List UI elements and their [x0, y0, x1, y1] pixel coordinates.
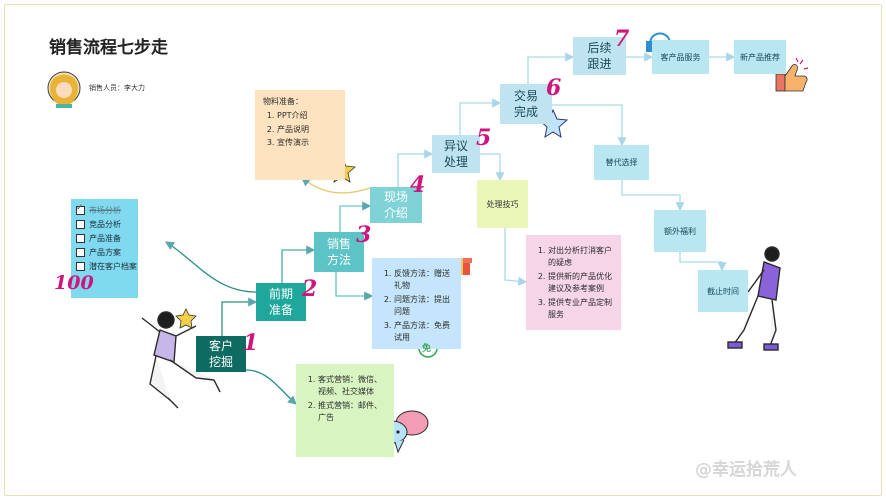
checklist-item: 产品准备	[76, 233, 133, 244]
step-number-1: 1	[243, 330, 259, 356]
step-3-sales-method: 销售 方法	[314, 232, 364, 272]
step-2-preparation: 前期 准备	[256, 283, 306, 321]
flow-tech-obj	[504, 228, 528, 286]
flow-3-4	[339, 201, 372, 232]
note-method-item: 问题方法：提出问题	[394, 294, 455, 319]
step-number-4: 4	[410, 172, 426, 198]
node-customer-service: 客产品服务	[652, 40, 709, 74]
avatar-icon	[47, 71, 81, 108]
flow-3-method	[335, 272, 374, 301]
star-icon	[175, 308, 197, 329]
note-mining-item: 客式营销：微信、视频、社交媒体	[318, 374, 388, 399]
flow-1-2	[221, 297, 258, 336]
note-objection-item: 对出分析打消客户的疑虑	[548, 245, 615, 270]
step-number-2: 2	[302, 276, 318, 302]
note-objection-item: 提供专业产品定制服务	[548, 297, 615, 322]
flow-2-check	[164, 241, 257, 293]
checkbox-icon	[76, 234, 85, 243]
step-number-6: 6	[546, 75, 562, 101]
flow-1-mining	[245, 369, 297, 405]
checkbox-checked-icon	[76, 203, 85, 215]
step-number-7: 7	[614, 26, 630, 52]
note-method-item: 反馈方法：赠送礼物	[394, 268, 455, 293]
thumbs-up-icon	[775, 57, 809, 92]
checklist-item: 市场分析	[76, 203, 133, 216]
note-materials-title: 物料准备：	[263, 97, 303, 106]
note-method-item: 产品方法：免费试用	[394, 320, 455, 345]
step-4-onsite-intro: 现场 介绍	[370, 187, 422, 223]
free-badge-label: 免	[422, 344, 432, 354]
step-7-follow-up: 后续 跟进	[573, 37, 626, 75]
node-alternative: 替代选择	[594, 145, 649, 180]
step-number-3: 3	[356, 222, 372, 248]
note-customer-mining: 客式营销：微信、视频、社交媒体 推式营销：邮件、广告	[296, 364, 394, 457]
step-5-objection: 异议 处理	[432, 135, 480, 173]
checklist-item: 潜在客户档案	[76, 261, 137, 272]
flow-alt-bonus	[621, 180, 685, 212]
checkbox-icon	[76, 262, 85, 271]
step-6-deal-done: 交易 完成	[500, 84, 552, 124]
node-new-product: 新产品推荐	[734, 40, 786, 74]
note-materials-item: PPT介绍	[277, 110, 339, 122]
note-materials-item: 宣传演示	[277, 137, 339, 149]
flow-5-6	[459, 98, 502, 135]
note-mining-item: 推式营销：邮件、广告	[318, 400, 388, 425]
flow-6-alt	[540, 104, 627, 147]
note-materials: 物料准备： PPT介绍 产品说明 宣传演示	[255, 90, 345, 180]
node-handling-tips: 处理技巧	[477, 180, 528, 228]
flow-5-tech	[480, 153, 505, 182]
step-1-customer-mining: 客户 挖掘	[196, 336, 246, 372]
page-title: 销售流程七步走	[49, 38, 168, 58]
flow-4-prep	[300, 177, 371, 194]
note-objection: 对出分析打消客户的疑虑 提供新的产品优化建议及参考案例 提供专业产品定制服务	[526, 235, 621, 330]
flow-bonus-deadline	[679, 252, 727, 272]
person-sitting-illustration	[141, 311, 221, 409]
flow-2-3	[281, 245, 316, 283]
node-deadline: 截止时间	[698, 270, 748, 312]
checklist-item: 竞品分析	[76, 219, 133, 230]
checkbox-icon	[76, 220, 85, 229]
border-frame	[4, 4, 882, 496]
checklist-item: 产品方案	[76, 247, 133, 258]
author-label: 销售人员：李大力	[89, 84, 145, 92]
badge-100: 100	[54, 272, 94, 294]
note-sales-methods: 反馈方法：赠送礼物 问题方法：提出问题 产品方法：免费试用	[372, 258, 461, 349]
watermark: @幸运拾荒人	[695, 460, 797, 480]
flow-6-7	[527, 52, 575, 84]
person-walking-illustration	[727, 246, 781, 351]
checklist-preparation: 市场分析 竞品分析 产品准备 产品方案 潜在客户档案	[71, 199, 138, 298]
step-number-5: 5	[476, 125, 492, 151]
node-bonus: 额外福利	[654, 210, 706, 252]
note-materials-item: 产品说明	[277, 124, 339, 136]
note-objection-item: 提供新的产品优化建议及参考案例	[548, 271, 615, 296]
flow-4-5	[397, 149, 434, 187]
checkbox-icon	[76, 248, 85, 257]
